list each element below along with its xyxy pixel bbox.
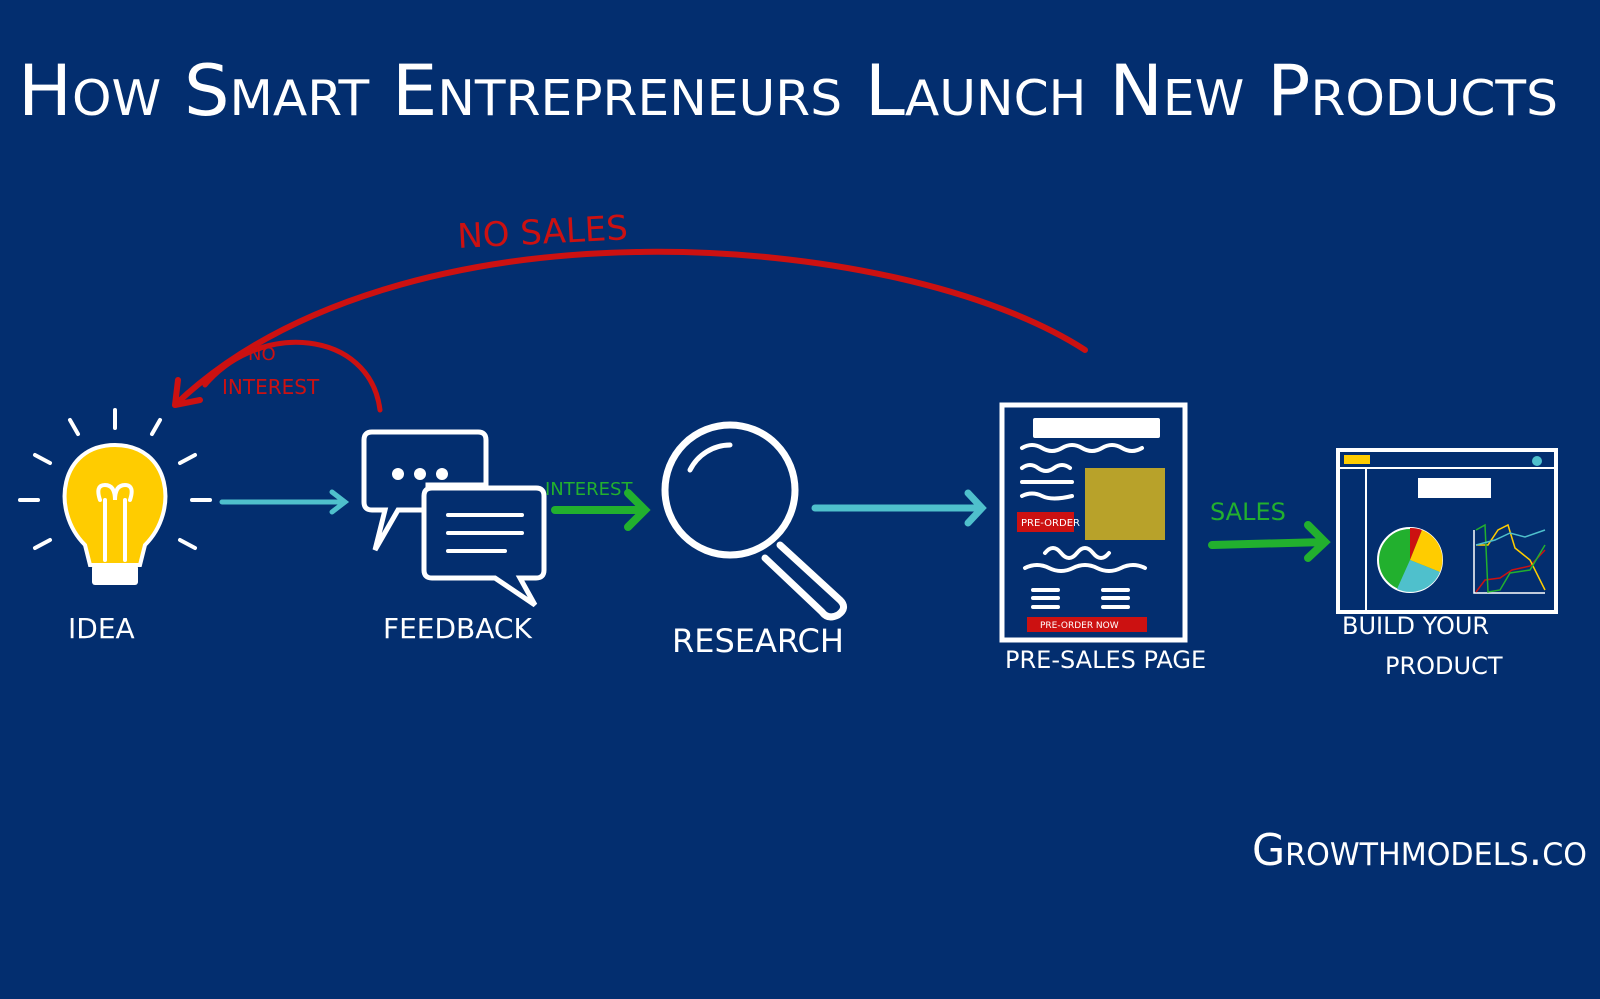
presales-page-illustration: PRE-ORDER PRE-ORDER NOW — [999, 402, 1188, 643]
sales-label: SALES — [1210, 498, 1286, 526]
research-to-presales-arrow — [811, 489, 987, 527]
dashboard-illustration — [1336, 448, 1558, 614]
interest-arrow — [551, 489, 651, 531]
lightbulb-icon — [18, 408, 212, 585]
no-sales-arrowhead — [172, 377, 203, 408]
no-sales-label: NO SALES — [456, 208, 628, 257]
step-build-label-1: BUILD YOUR — [1342, 612, 1489, 640]
step-presales-label: PRE-SALES PAGE — [1005, 646, 1206, 674]
no-interest-label-2: INTEREST — [222, 375, 320, 399]
interest-label: INTEREST — [545, 479, 633, 500]
step-research-label: RESEARCH — [672, 622, 844, 660]
sales-arrow — [1208, 521, 1331, 562]
chat-bubbles-icon — [361, 429, 547, 608]
preorder-badge: PRE-ORDER — [1021, 518, 1080, 529]
idea-to-feedback-arrow — [219, 489, 350, 515]
page-title: How Smart Entrepreneurs Launch New Produ… — [18, 50, 1558, 132]
magnifying-glass-icon — [661, 421, 847, 621]
no-interest-label-1: NO — [248, 344, 276, 365]
no-interest-arrow — [202, 340, 383, 413]
step-feedback-label: FEEDBACK — [383, 612, 532, 645]
step-build-label-2: PRODUCT — [1385, 652, 1503, 680]
brand-watermark: Growthmodels.co — [1252, 825, 1587, 876]
no-sales-arrow — [172, 248, 1088, 408]
step-idea-label: IDEA — [68, 612, 135, 645]
preorder-now-button: PRE-ORDER NOW — [1040, 621, 1119, 631]
